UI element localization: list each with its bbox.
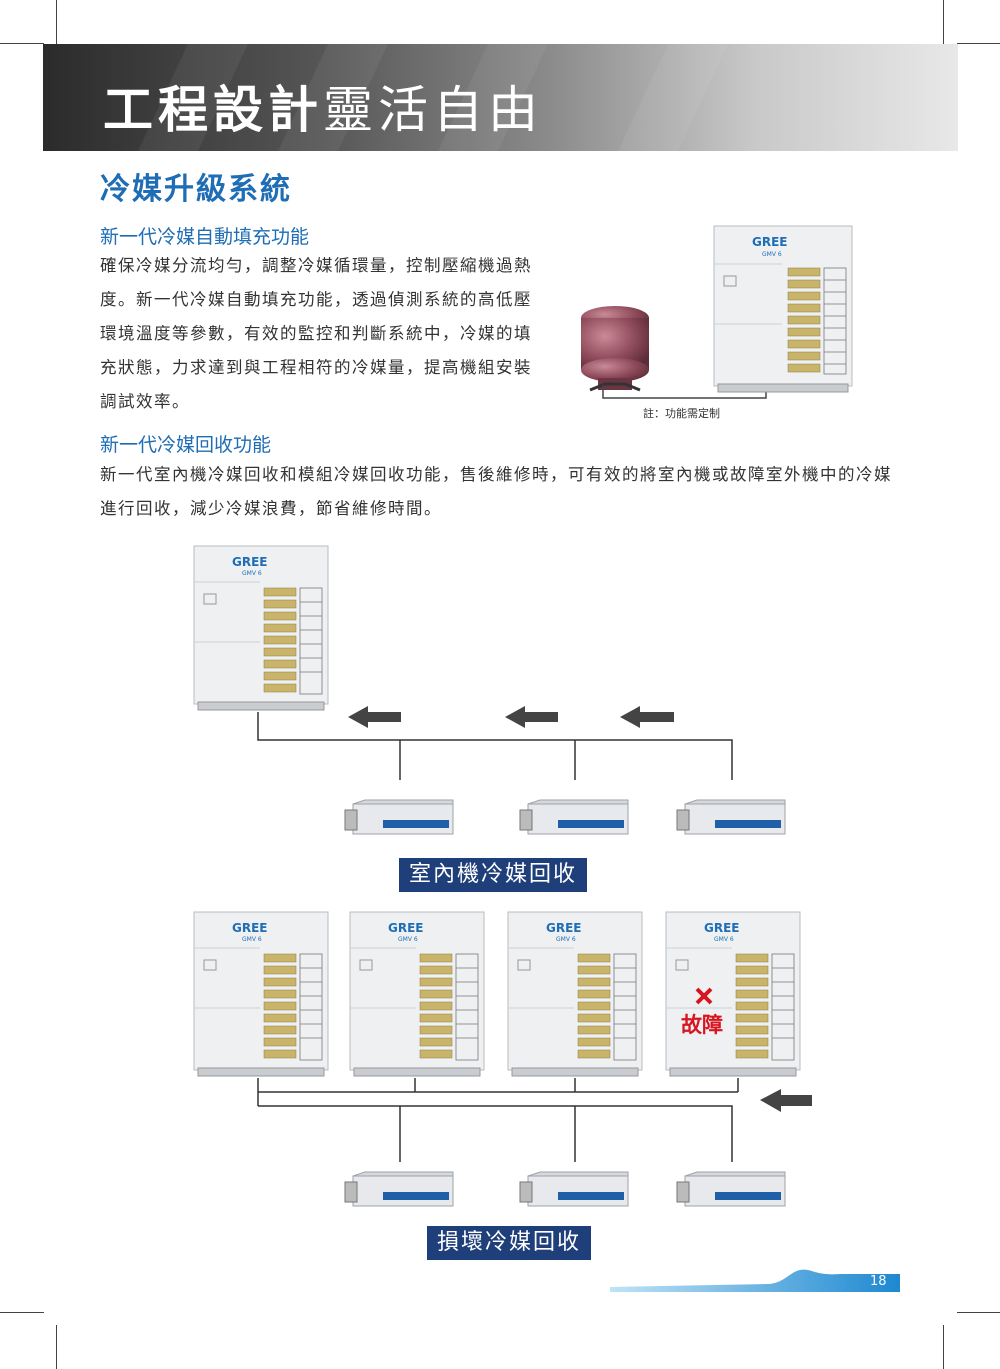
feature2-heading: 新一代冷媒回收功能 <box>100 434 272 456</box>
feature1-line: 度。新一代冷媒自動填充功能，透過偵測系統的高低壓 <box>100 290 532 309</box>
feature-note: 註：功能需定制 <box>643 407 720 420</box>
section-title: 冷媒升級系統 <box>100 172 292 207</box>
fault-icon <box>695 987 713 1005</box>
refrigerant-tank-image <box>581 306 649 392</box>
fault-recovery-diagram <box>193 911 812 1207</box>
feature1-line: 調試效率。 <box>100 392 190 411</box>
feature1-line: 充狀態，力求達到與工程相符的冷媒量，提高機組安裝 <box>100 358 532 377</box>
crop-mark <box>56 0 57 44</box>
page-title-light: 靈活自由 <box>323 81 543 139</box>
indoor-recovery-diagram: GREE GMV 6 <box>193 545 786 835</box>
footer-wave <box>610 1269 900 1292</box>
feature2-paragraph: 新一代室內機冷媒回收和模組冷媒回收功能，售後維修時，可有效的將室內機或故障室外機… <box>100 458 892 526</box>
arrow-left-icon <box>760 1089 812 1112</box>
crop-mark <box>943 0 944 44</box>
crop-mark <box>957 1312 1000 1313</box>
crop-mark <box>56 1325 57 1369</box>
feature1-line: 環境溫度等參數，有效的監控和判斷系統中，冷媒的填 <box>100 324 532 343</box>
brand-logo: GREE <box>752 235 787 249</box>
feature1-paragraph: 確保冷媒分流均勻，調整冷媒循環量，控制壓縮機過熱 度。新一代冷媒自動填充功能，透… <box>100 249 532 419</box>
crop-mark <box>943 1325 944 1369</box>
feature2-line: 進行回收，減少冷媒浪費，節省維修時間。 <box>100 499 442 518</box>
crop-mark <box>0 43 44 44</box>
indoor-recovery-label: 室內機冷媒回收 <box>399 858 588 892</box>
crop-mark <box>957 43 1000 44</box>
outdoor-unit-image: GREE GMV 6 <box>713 225 853 393</box>
header-banner <box>43 44 958 151</box>
fault-recovery-label: 損壞冷媒回收 <box>427 1226 592 1260</box>
feature2-line: 新一代室內機冷媒回收和模組冷媒回收功能，售後維修時，可有效的將室內機或故障室外機… <box>100 465 892 484</box>
arrow-left-icon <box>348 706 674 728</box>
svg-text:GMV 6: GMV 6 <box>762 251 782 258</box>
feature1-line: 確保冷媒分流均勻，調整冷媒循環量，控制壓縮機過熱 <box>100 256 532 275</box>
fault-label: 故障 <box>681 1013 723 1037</box>
page-title-bold: 工程設計 <box>103 81 323 139</box>
page-number: 18 <box>870 1274 887 1289</box>
page-title: 工程設計靈活自由 <box>103 70 543 142</box>
feature1-heading: 新一代冷媒自動填充功能 <box>100 226 310 248</box>
crop-mark <box>0 1312 44 1313</box>
